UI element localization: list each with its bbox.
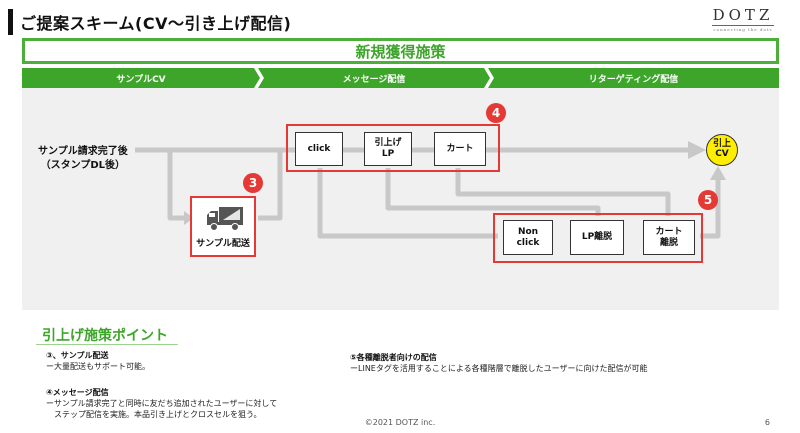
acquisition-banner: 新規獲得施策	[22, 38, 779, 64]
sample-delivery-label: サンプル配送	[196, 239, 250, 249]
stage-message-delivery: メッセージ配信	[258, 68, 490, 88]
stage-arrows: サンプルCV メッセージ配信 リターゲティング配信	[22, 68, 779, 88]
retargeting-group	[493, 213, 703, 263]
retarget-to-cv-line	[700, 178, 721, 239]
main-arrowhead	[688, 141, 706, 159]
company-logo: DOTZ connecting the dots	[712, 6, 774, 32]
cv-arrowhead	[710, 166, 726, 180]
sample-return-line	[258, 150, 283, 221]
message-delivery-group	[286, 124, 500, 172]
badge-3: 3	[243, 173, 263, 193]
non-click-branch-line	[317, 168, 498, 239]
lp-exit-branch-line	[385, 168, 601, 216]
points-title: 引上げ施策ポイント	[42, 328, 168, 344]
node-cart: カート	[434, 132, 486, 166]
sample-branch-line	[167, 150, 186, 221]
copyright-footer: ©2021 DOTZ inc.	[364, 418, 436, 427]
stage-retargeting: リターゲティング配信	[488, 68, 779, 88]
badge-5: 5	[698, 190, 718, 210]
cart-exit-branch-line	[455, 168, 671, 216]
lift-cv-target: 引上 CV	[706, 134, 738, 166]
point-item-4: ④メッセージ配信 ーサンプル請求完了と同時に友だち追加されたユーザーに対して ス…	[46, 388, 278, 419]
node-cart-exit: カート 離脱	[643, 220, 695, 255]
node-lp-exit: LP離脱	[570, 220, 624, 255]
sample-arrowhead	[184, 211, 194, 225]
sample-delivery-box: サンプル配送	[190, 196, 256, 257]
logo-tagline: connecting the dots	[713, 27, 773, 32]
point-item-3: ③、サンプル配送 ー大量配送もサポート可能。	[46, 351, 150, 371]
page-title: ご提案スキーム(CV〜引き上げ配信)	[20, 14, 292, 33]
start-condition-label: サンプル請求完了後 （スタンプDL後）	[38, 146, 128, 171]
stage-sample-cv: サンプルCV	[22, 68, 260, 88]
truck-icon	[207, 207, 243, 231]
logo-divider	[712, 25, 774, 26]
title-accent-bar	[8, 9, 13, 35]
badge-4: 4	[486, 103, 506, 123]
node-click: click	[295, 132, 343, 166]
page-number: 6	[764, 418, 770, 427]
logo-wordmark: DOTZ	[712, 6, 774, 24]
node-non-click: Non click	[503, 220, 553, 255]
node-lift-lp: 引上げ LP	[364, 132, 412, 166]
point-item-5: ⑤各種離脱者向けの配信 ーLINEタグを活用することによる各種階層で離脱したユー…	[350, 353, 648, 373]
points-title-underline	[36, 344, 178, 345]
